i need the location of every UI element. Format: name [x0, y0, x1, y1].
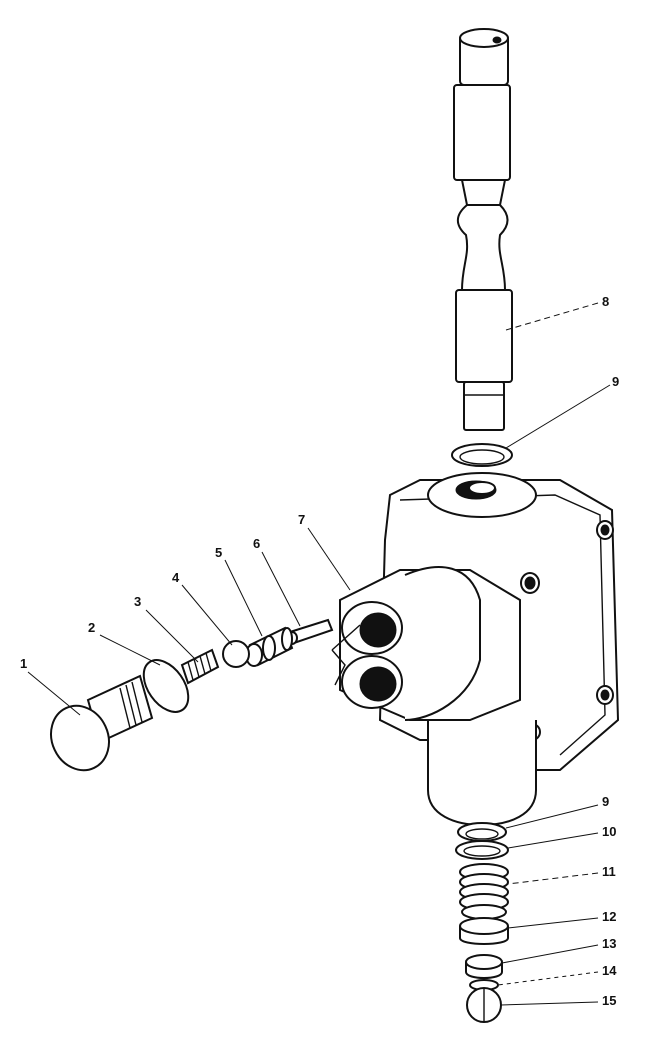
ball-seat-part — [245, 626, 294, 667]
leader-15 — [500, 1001, 599, 1006]
plug-part — [50, 674, 154, 772]
o-ring-top-part — [451, 443, 513, 467]
callout-9-top: 9 — [612, 374, 619, 389]
callout-12: 12 — [602, 909, 616, 924]
leader-3 — [145, 609, 199, 663]
spool-part — [453, 28, 513, 431]
callout-14: 14 — [602, 963, 617, 978]
callout-15: 15 — [602, 993, 616, 1008]
callout-1: 1 — [20, 656, 27, 671]
centering-spring-part — [459, 863, 509, 920]
leader-12 — [507, 917, 599, 929]
callout-4: 4 — [172, 570, 180, 585]
callout-7: 7 — [298, 512, 305, 527]
snap-ring-part — [466, 987, 502, 1023]
relief-spring-part — [180, 648, 220, 685]
leader-13 — [501, 944, 599, 964]
callout-13: 13 — [602, 936, 616, 951]
leader-5 — [224, 559, 263, 637]
callout-6: 6 — [253, 536, 260, 551]
callout-8: 8 — [602, 294, 609, 309]
leader-8 — [505, 302, 599, 331]
leader-2 — [99, 634, 161, 666]
leader-1 — [27, 671, 81, 716]
leader-4 — [181, 584, 233, 646]
callout-2: 2 — [88, 620, 95, 635]
leader-14 — [497, 971, 599, 986]
valve-body-part — [331, 472, 620, 827]
washer-part — [455, 840, 509, 860]
leader-7 — [307, 527, 351, 591]
callout-11: 11 — [602, 864, 616, 879]
plug-o-ring-part — [142, 659, 190, 713]
spring-cup-part — [459, 917, 509, 945]
callout-3: 3 — [134, 594, 141, 609]
retainer-part — [465, 954, 503, 979]
ball-part — [222, 640, 250, 668]
callout-5: 5 — [215, 545, 222, 560]
callout-labels: 1 2 3 4 5 6 7 8 9 9 10 11 12 13 14 15 — [20, 294, 619, 1008]
callout-10: 10 — [602, 824, 616, 839]
leader-lines — [27, 302, 611, 1006]
leader-10 — [507, 832, 599, 849]
leader-6 — [261, 551, 301, 627]
leader-11 — [507, 872, 599, 885]
callout-9-bottom: 9 — [602, 794, 609, 809]
leader-9-bottom — [505, 804, 599, 829]
leader-9-top — [505, 384, 611, 449]
pin-part — [286, 618, 334, 645]
o-ring-bottom-part — [457, 822, 507, 842]
